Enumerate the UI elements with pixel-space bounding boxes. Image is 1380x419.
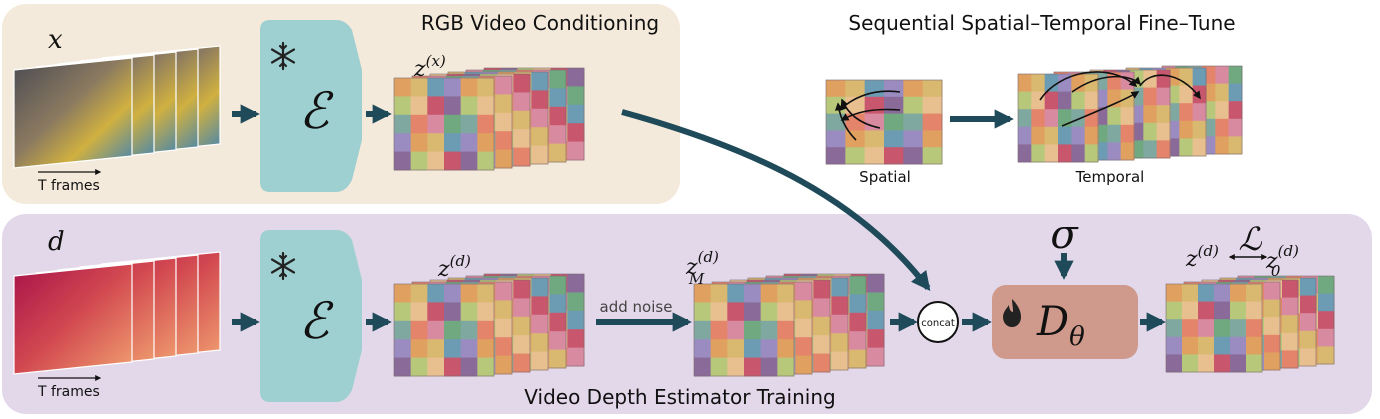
snowflake-icon bbox=[270, 251, 296, 281]
denoiser-box bbox=[992, 285, 1138, 359]
latent-d-label: z(d) bbox=[437, 252, 471, 282]
input-d-symbol: d bbox=[48, 227, 65, 257]
temporal-label: Temporal bbox=[1075, 168, 1145, 186]
bottom-panel-title: Video Depth Estimator Training bbox=[524, 385, 835, 409]
spatial-label: Spatial bbox=[859, 168, 911, 186]
concat-label: concat bbox=[921, 318, 955, 329]
frame bbox=[393, 283, 495, 377]
latent-x-stack bbox=[393, 67, 585, 171]
flame-icon bbox=[1003, 299, 1021, 327]
denoiser-symbol: Dθ bbox=[1036, 299, 1085, 352]
noisy-latent-label: z(d)M bbox=[685, 248, 719, 288]
input-x-symbol: x bbox=[48, 25, 63, 55]
output-latent-right-label: z(d)0 bbox=[1265, 242, 1299, 280]
attention-arrows bbox=[834, 71, 1201, 141]
latent-x-label: z(x) bbox=[413, 52, 446, 82]
bottom-encoder bbox=[260, 230, 362, 402]
rgb-frame-stack bbox=[13, 45, 221, 169]
top-encoder-symbol: ℰ bbox=[299, 82, 334, 140]
output-latent-stack bbox=[1165, 275, 1335, 373]
top-frames-label: T frames bbox=[37, 178, 100, 194]
frame bbox=[13, 263, 133, 375]
frame bbox=[693, 283, 795, 377]
frame bbox=[1017, 73, 1099, 163]
finetune-title: Sequential Spatial–Temporal Fine–Tune bbox=[848, 11, 1235, 35]
sigma-symbol: σ bbox=[1050, 212, 1079, 258]
conditioning-arrow bbox=[621, 109, 931, 292]
temporal-latent-stack bbox=[1017, 65, 1243, 163]
noisy-latent-stack bbox=[693, 273, 885, 377]
top-panel-title: RGB Video Conditioning bbox=[421, 11, 659, 35]
loss-symbol: ℒ bbox=[1238, 220, 1262, 258]
latent-d-stack bbox=[393, 273, 585, 377]
bottom-frames-label: T frames bbox=[37, 384, 100, 400]
frame bbox=[1165, 283, 1263, 373]
frame bbox=[393, 77, 495, 171]
top-encoder bbox=[260, 20, 362, 192]
frame bbox=[13, 57, 133, 169]
add-noise-label: add noise bbox=[600, 298, 673, 316]
output-latent-left-label: z(d) bbox=[1185, 242, 1219, 272]
bottom-encoder-symbol: ℰ bbox=[299, 292, 334, 350]
concat-node bbox=[917, 301, 959, 343]
depth-frame-stack bbox=[13, 251, 221, 375]
snowflake-icon bbox=[270, 41, 296, 71]
